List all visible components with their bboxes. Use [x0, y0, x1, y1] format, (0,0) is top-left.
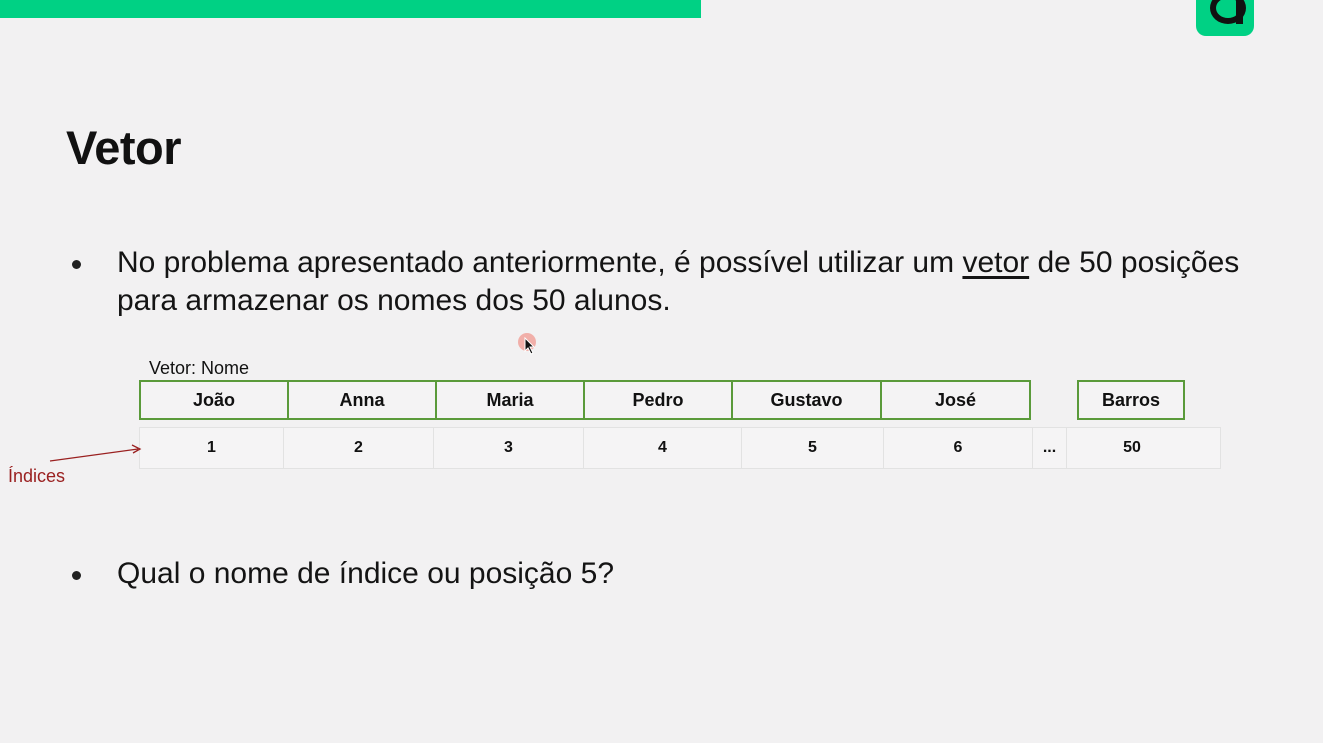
vector-label: Vetor: Nome	[149, 358, 250, 378]
arrow-right-icon	[49, 444, 142, 462]
video-progress-fill	[0, 0, 702, 18]
index-cell: 2	[284, 428, 434, 468]
index-row: 1 2 3 4 5 6 ... 50	[139, 427, 1221, 469]
underlined-term: vetor	[962, 246, 1030, 279]
indices-label: Índices	[8, 466, 66, 486]
brand-logo-icon	[1196, 0, 1254, 36]
index-ellipsis: ...	[1033, 428, 1067, 468]
name-cell: João	[139, 380, 289, 420]
index-cell: 5	[742, 428, 884, 468]
video-progress-bar[interactable]	[0, 0, 1323, 18]
name-cell: Pedro	[583, 380, 733, 420]
name-cell-last: Barros	[1077, 380, 1185, 420]
mouse-cursor-icon	[524, 337, 536, 355]
index-cell: 3	[434, 428, 584, 468]
name-cell: José	[880, 380, 1031, 420]
index-cell: 4	[584, 428, 742, 468]
index-cell-last: 50	[1123, 439, 1141, 456]
index-cell: 6	[884, 428, 1033, 468]
index-cell: 1	[140, 428, 284, 468]
name-cell: Anna	[287, 380, 437, 420]
bullet-dot-icon	[72, 571, 81, 580]
bullet-dot-icon	[72, 260, 81, 269]
name-cell: Gustavo	[731, 380, 882, 420]
name-cell: Maria	[435, 380, 585, 420]
bullet-text-2: Qual o nome de índice ou posição 5?	[117, 557, 615, 590]
slide-title: Vetor	[66, 121, 182, 174]
bullet-text-1: No problema apresentado anteriormente, é…	[117, 246, 1240, 317]
